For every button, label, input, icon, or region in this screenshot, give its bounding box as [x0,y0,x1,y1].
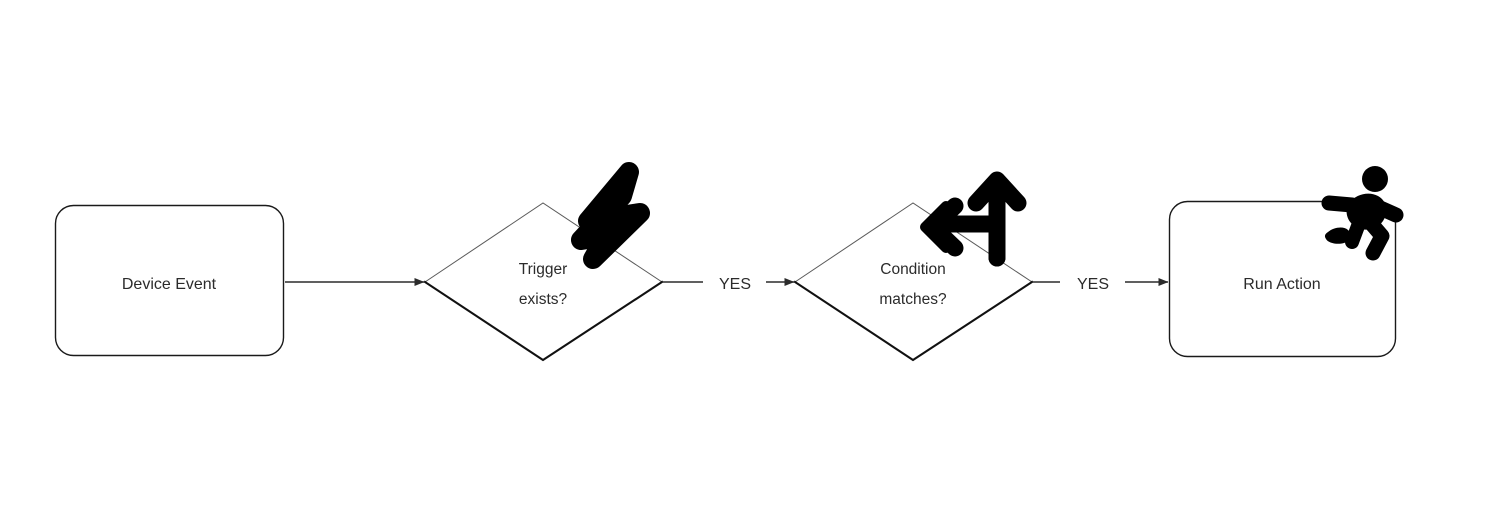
edge-condition-to-run-action: YES [1033,276,1169,293]
condition-matches-shape-accent [793,280,1034,362]
running-person-icon [1321,166,1404,261]
edge-label-yes-1: YES [719,276,751,293]
node-condition-matches[interactable]: Condition matches? [793,202,1034,362]
branch-arrows-icon [920,171,1027,267]
trigger-exists-shape-accent [423,280,664,362]
node-trigger-exists[interactable]: Trigger exists? [423,202,664,362]
trigger-exists-label-line2: exists? [519,291,568,308]
edge-label-yes-2: YES [1077,276,1109,293]
device-event-shape[interactable] [54,204,285,357]
edge-trigger-to-condition: YES [663,276,795,293]
node-device-event[interactable]: Device Event [54,204,285,357]
device-event-label: Device Event [122,276,217,293]
condition-matches-label-line1: Condition [880,261,946,278]
trigger-exists-label-line1: Trigger [519,261,568,278]
run-action-label: Run Action [1243,276,1320,293]
lightning-bolt-icon [571,162,650,269]
condition-matches-label-line2: matches? [879,291,947,308]
